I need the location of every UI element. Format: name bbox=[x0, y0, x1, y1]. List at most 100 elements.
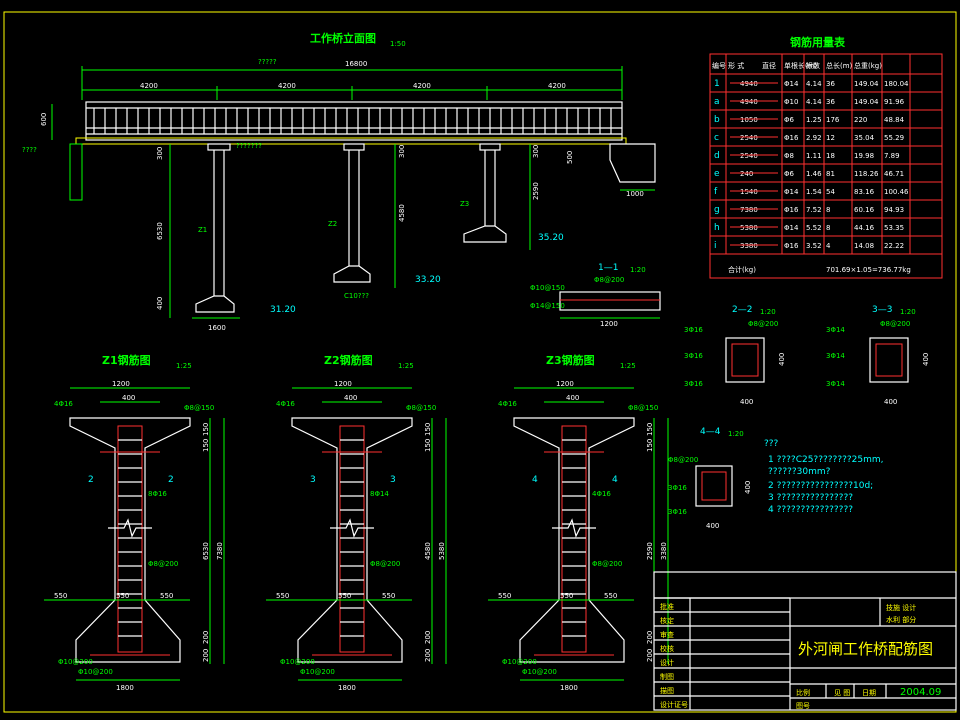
elevation-view: 工作桥立面图 1:50 16800 4200 4200 4200 4200 10… bbox=[22, 31, 656, 332]
tb-left-label: 制图 bbox=[660, 672, 674, 681]
section-2-dim-h: 400 bbox=[778, 353, 786, 366]
pier-label: Φ8@150 bbox=[184, 404, 214, 412]
pier-z1-elevation: 1600 6530 300 400 31.20 Z1 bbox=[156, 143, 296, 332]
pier-label: 4Φ16 bbox=[498, 400, 517, 408]
table-cell: 19.98 bbox=[854, 152, 874, 160]
section-1-label-1: Φ10@150 bbox=[530, 284, 565, 292]
table-header: 单根长(m) bbox=[784, 61, 818, 70]
table-cell: h bbox=[714, 223, 720, 233]
section-2-dim-w: 400 bbox=[740, 398, 753, 406]
section-3-3: 3—3 1:20 3Φ14 3Φ14 3Φ14 Φ8@200 400 400 bbox=[826, 305, 930, 406]
pier-label: 8Φ14 bbox=[370, 490, 389, 498]
bridge-deck bbox=[75, 137, 627, 145]
level-35: 35.20 bbox=[538, 233, 564, 243]
note-line-2: ??????30mm? bbox=[768, 467, 831, 477]
section-2-label-1: 3Φ16 bbox=[684, 326, 703, 334]
pier-mid-dim: 400 bbox=[566, 394, 579, 402]
table-cell: 149.04 bbox=[854, 98, 879, 106]
table-cell: f bbox=[714, 187, 718, 197]
table-cell: 54 bbox=[826, 188, 835, 196]
pier-label: 4Φ16 bbox=[54, 400, 73, 408]
table-cell: 36 bbox=[826, 98, 835, 106]
section-2-2: 2—2 1:20 3Φ16 3Φ16 3Φ16 Φ8@200 400 400 bbox=[684, 305, 786, 406]
table-cell: 12 bbox=[826, 134, 835, 142]
section-1-label-2: Φ14@150 bbox=[530, 302, 565, 310]
table-cell: 18 bbox=[826, 152, 835, 160]
pier-label: Φ8@200 bbox=[148, 560, 178, 568]
elevation-title: 工作桥立面图 bbox=[310, 31, 376, 45]
pier-side-dim: 550 bbox=[54, 592, 67, 600]
pier-label: Φ8@200 bbox=[592, 560, 622, 568]
table-cell: 48.84 bbox=[884, 116, 905, 124]
tb-date-label: 日期 bbox=[862, 689, 876, 697]
pier1-dim-400: 400 bbox=[156, 297, 164, 310]
pier-label: Φ8@150 bbox=[406, 404, 436, 412]
pier-bottom-dim: 1800 bbox=[560, 684, 578, 692]
table-cell: 44.16 bbox=[854, 224, 875, 232]
table-cell: 176 bbox=[826, 116, 840, 124]
table-header: 直径 bbox=[762, 61, 776, 70]
pier-side-dim: 550 bbox=[160, 592, 173, 600]
section-marker: 4 bbox=[532, 475, 538, 485]
table-cell: 4.14 bbox=[806, 80, 822, 88]
pier-dim: 4580 bbox=[424, 542, 432, 560]
table-cell: 8 bbox=[826, 224, 830, 232]
tb-left-label: 描图 bbox=[660, 686, 674, 695]
pier1-dim-300: 300 bbox=[156, 147, 164, 160]
section-2-title: 2—2 bbox=[732, 305, 752, 315]
bridge-railing bbox=[85, 101, 623, 141]
section-4-4: 4—4 1:20 Φ8@200 3Φ16 3Φ16 400 400 bbox=[668, 427, 752, 530]
tb-stage: 技施 设计 bbox=[886, 603, 916, 612]
span-dim-1: 4200 bbox=[140, 82, 158, 90]
abutment-mark: ???? bbox=[22, 146, 37, 154]
left-abutment bbox=[69, 143, 83, 201]
section-2-label-3: 3Φ16 bbox=[684, 380, 703, 388]
pier-top-dim: 1200 bbox=[334, 380, 352, 388]
pier-z2-elevation: 4580 300 33.20 Z2 C10??? bbox=[328, 143, 441, 300]
pier-dim: 3380 bbox=[660, 542, 668, 560]
table-cell: 240 bbox=[740, 170, 753, 178]
note-line-3: 2 ????????????????10d; bbox=[768, 481, 873, 491]
section-4-dim-h: 400 bbox=[744, 481, 752, 494]
span-dim-3: 4200 bbox=[413, 82, 431, 90]
pier-label: 4Φ16 bbox=[592, 490, 611, 498]
dim-500: 500 bbox=[566, 151, 574, 164]
pier-title: Z1钢筋图 bbox=[102, 353, 151, 367]
table-cell: g bbox=[714, 205, 720, 215]
table-cell: 94.93 bbox=[884, 206, 904, 214]
section-3-title: 3—3 bbox=[872, 305, 892, 315]
pier2-height-dim: 4580 bbox=[398, 204, 406, 222]
section-3-label-2: 3Φ14 bbox=[826, 352, 845, 360]
elevation-scale: 1:50 bbox=[390, 40, 406, 48]
tb-left-label: 设计证号 bbox=[660, 700, 688, 709]
table-cell: 1.54 bbox=[806, 188, 822, 196]
section-2-scale: 1:20 bbox=[760, 308, 776, 316]
section-4-dim-w: 400 bbox=[706, 522, 719, 530]
railing-mark: ????? bbox=[258, 58, 277, 66]
tb-scale-value: 见 图 bbox=[834, 689, 850, 697]
table-cell: 7380 bbox=[740, 206, 758, 214]
pier-label: Φ8@200 bbox=[370, 560, 400, 568]
pier-dim: 200 bbox=[424, 649, 432, 662]
pier-dim: 150 bbox=[646, 439, 654, 452]
table-cell: 149.04 bbox=[854, 80, 879, 88]
pier-label: Φ10@200 bbox=[78, 668, 113, 676]
section-1-1: 1—1 1:20 1200 Φ10@150 Φ14@150 Φ8@200 bbox=[530, 263, 661, 328]
tb-part: 水利 部分 bbox=[886, 615, 916, 624]
table-cell: 36 bbox=[826, 80, 835, 88]
table-cell: Φ6 bbox=[784, 116, 795, 124]
pier-title: Z3钢筋图 bbox=[546, 353, 595, 367]
table-cell: 118.26 bbox=[854, 170, 879, 178]
pier-mid-dim: 400 bbox=[344, 394, 357, 402]
pier-dim: 150 bbox=[424, 439, 432, 452]
concrete-mark: C10??? bbox=[344, 292, 369, 300]
section-3-scale: 1:20 bbox=[900, 308, 916, 316]
pier-dim: 150 bbox=[202, 439, 210, 452]
pier1-height-dim: 6530 bbox=[156, 222, 164, 240]
pier-label: Φ8@150 bbox=[628, 404, 658, 412]
table-title: 钢筋用量表 bbox=[790, 35, 846, 49]
table-cell: 5.52 bbox=[806, 224, 822, 232]
pier-side-dim: 550 bbox=[382, 592, 395, 600]
pier-dim: 200 bbox=[202, 649, 210, 662]
